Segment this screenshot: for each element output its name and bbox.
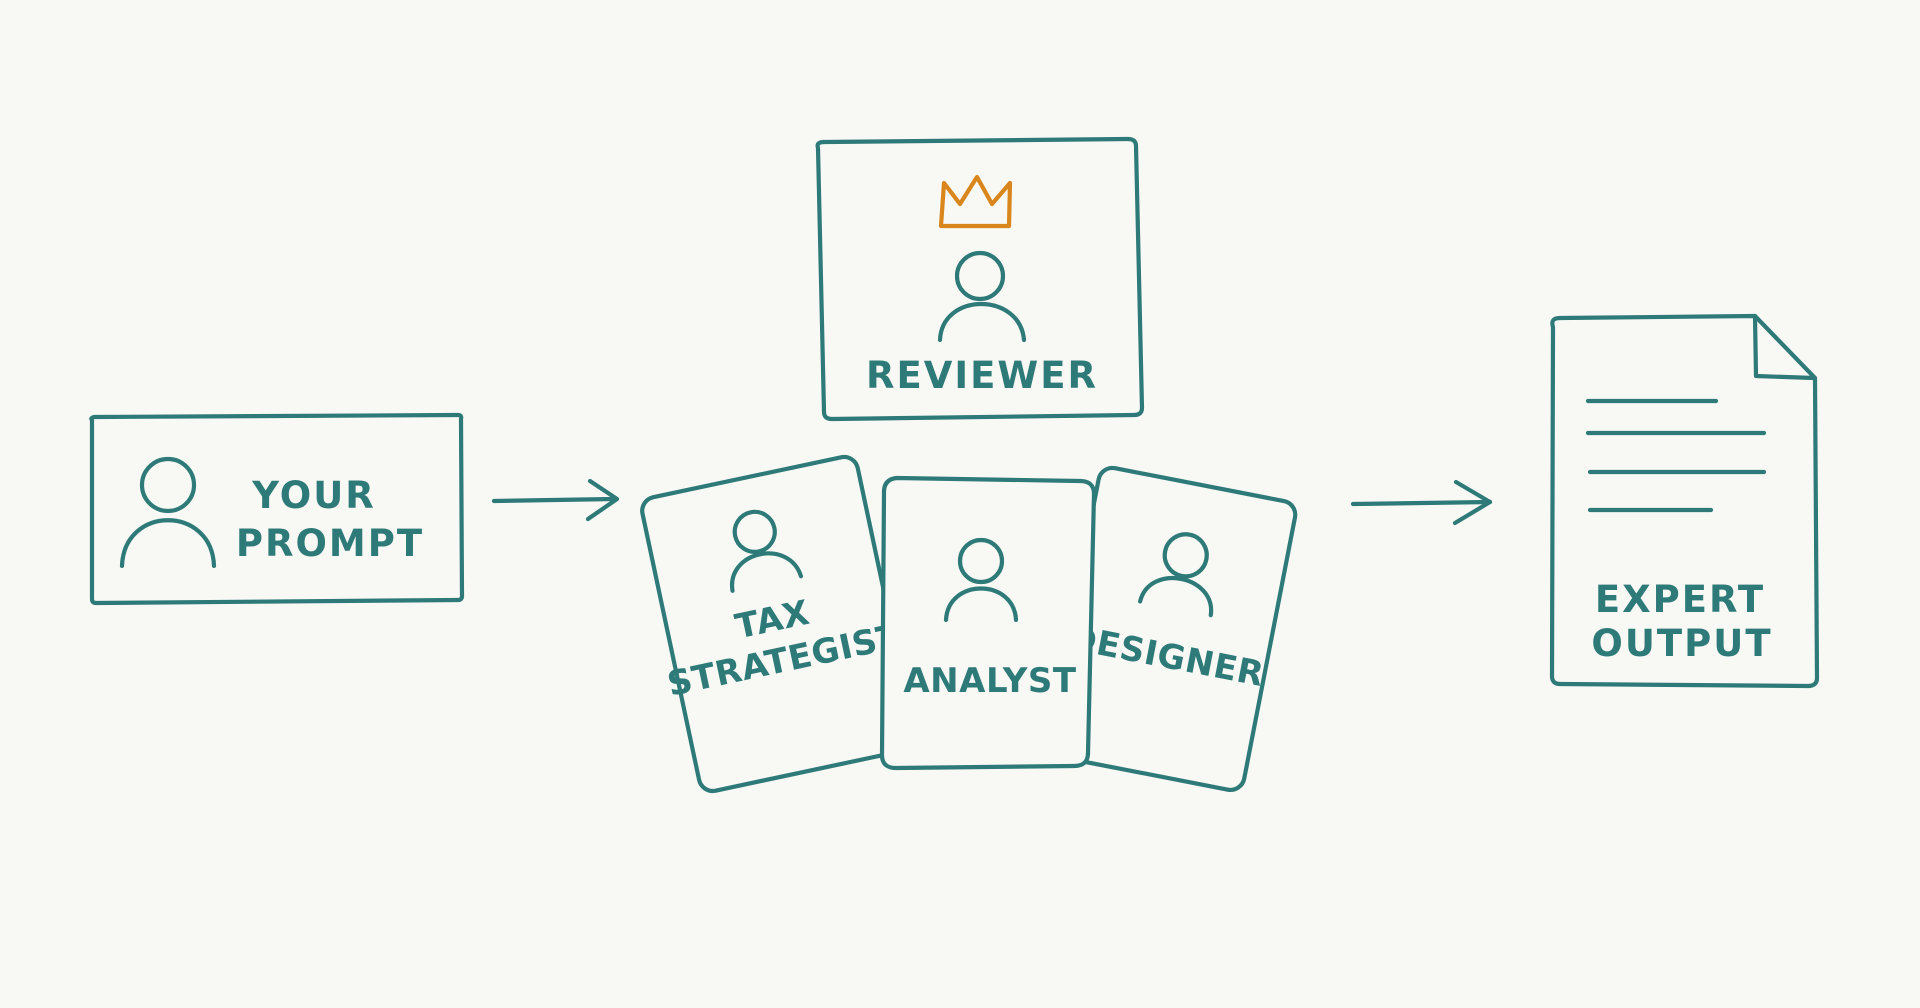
analyst-card [879,475,1097,771]
arrow-team-to-output [1350,479,1493,526]
reviewer-box [815,136,1145,422]
crown-icon [938,174,1013,229]
prompt-label-line1: YOUR [251,474,375,517]
person-icon [730,509,804,593]
person-icon [943,537,1019,623]
prompt-node: YOUR PROMPT [89,412,465,606]
prompt-label-line2: PROMPT [236,522,424,565]
person-icon [119,456,217,569]
document-icon [1549,313,1820,689]
arrow-prompt-to-team [491,478,620,522]
reviewer-node: REVIEWER [815,136,1145,422]
designer-node: DESIGNER [1045,465,1298,793]
analyst-label: ANALYST [903,661,1077,701]
reviewer-label: REVIEWER [866,354,1098,397]
output-node: EXPERT OUTPUT [1549,313,1820,689]
output-label-line2: OUTPUT [1591,622,1772,665]
tax-strategist-node: TAX STRATEGIST [640,454,917,794]
person-icon [1137,532,1213,618]
person-icon [937,250,1027,343]
document-outline [1549,313,1820,689]
output-label-line1: EXPERT [1595,578,1765,621]
prompt-box [89,412,465,606]
analyst-node: ANALYST [879,475,1097,771]
